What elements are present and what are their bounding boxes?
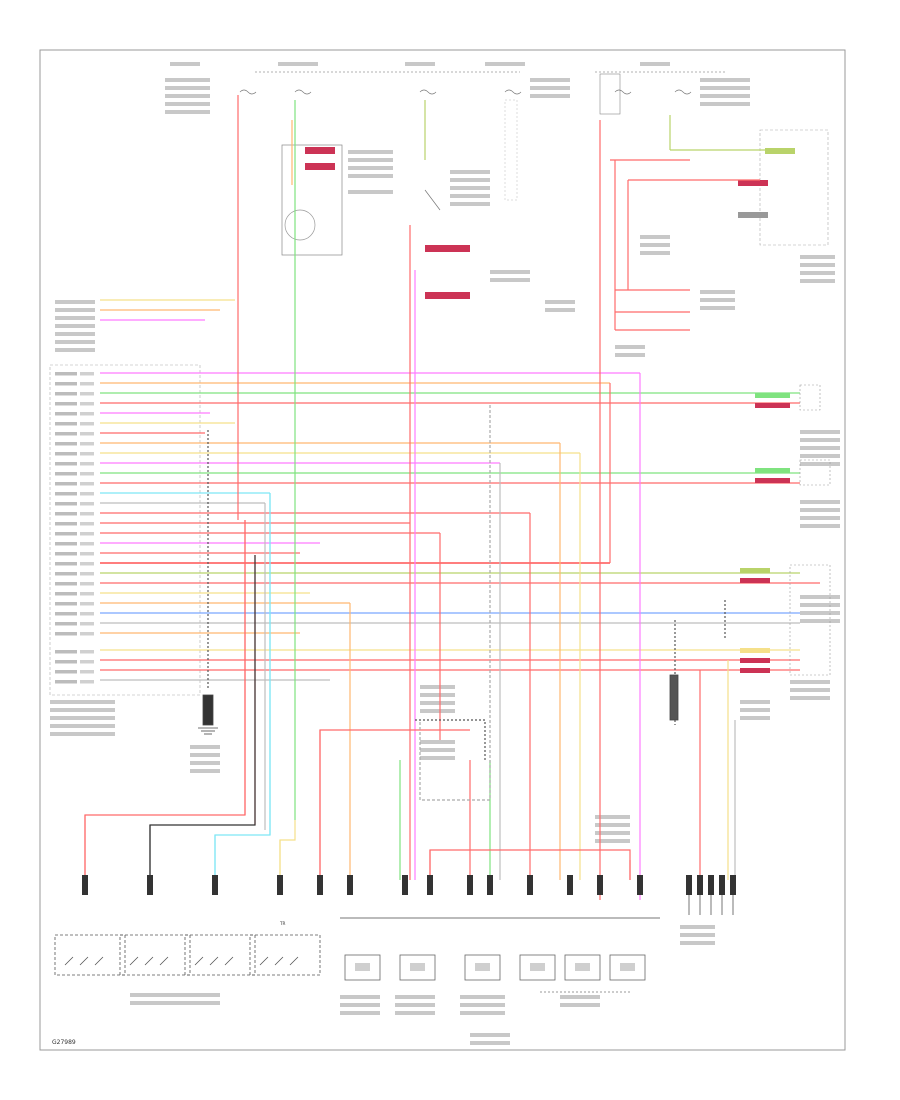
bottom-connectors xyxy=(54,875,736,993)
vertical-wires xyxy=(84,95,770,900)
label-blocks xyxy=(50,62,840,1045)
right-connectors xyxy=(740,384,831,676)
horizontal-wires xyxy=(100,299,800,681)
diagram-id-code: G27989 xyxy=(52,1039,76,1046)
pcm-connector xyxy=(49,364,201,696)
diagram-frame xyxy=(39,49,846,1051)
power-distribution-top xyxy=(239,71,829,299)
tr-label: TR xyxy=(279,921,286,926)
ground-symbols xyxy=(198,674,679,735)
lower-bends xyxy=(84,159,820,890)
